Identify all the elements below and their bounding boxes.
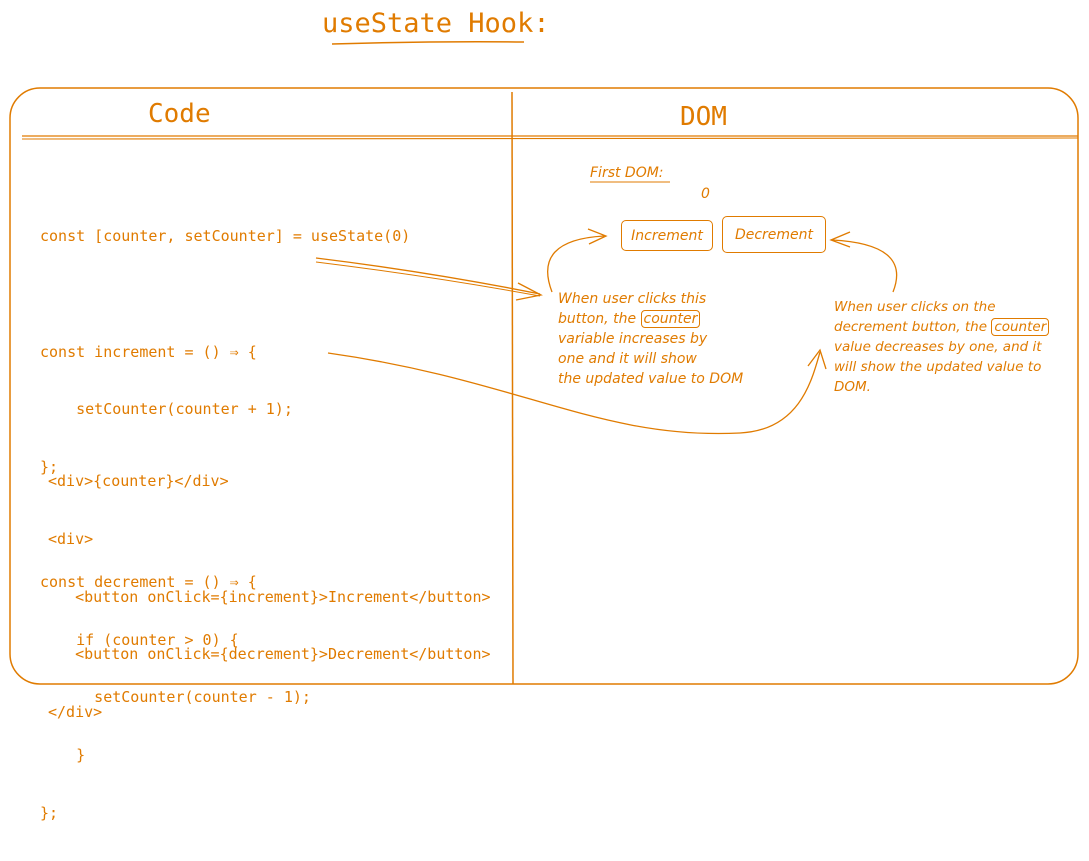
increment-note-line: the updated value to DOM: [558, 371, 744, 387]
outer-frame: [9, 87, 1079, 685]
decrement-button-label: Decrement: [734, 226, 814, 243]
title-underline: [331, 41, 525, 45]
increment-note: When user clicks this button, the counte…: [558, 289, 743, 389]
jsx-line: <button onClick={increment}>Increment</b…: [48, 587, 491, 606]
increment-code-arrow: [315, 257, 541, 295]
code-line: const increment = () ⇒ {: [40, 342, 257, 361]
code-line: if (counter > 0) {: [40, 630, 239, 649]
counter-value: 0: [701, 186, 710, 202]
decrement-note-text: decrement button, the: [834, 319, 992, 335]
increment-code-arrowhead: [515, 282, 543, 301]
diagram-strokes: [9, 41, 1079, 685]
diagram-canvas: useState Hook: Code DOM const [counter, …: [9, 8, 1079, 822]
decrement-note-line: value decreases by one, and it: [834, 339, 1042, 355]
code-line: setCounter(counter + 1);: [40, 400, 293, 419]
increment-note-arrowhead: [587, 228, 608, 245]
code-line: };: [40, 457, 59, 476]
increment-note-arrow: [547, 235, 605, 293]
decrement-note-line: decrement button, the counter: [834, 317, 1050, 337]
decrement-note-line: DOM.: [834, 379, 871, 395]
code-line: };: [40, 803, 59, 822]
decrement-code-arrow: [327, 351, 821, 435]
increment-code-arrow-shadow: [315, 261, 541, 297]
counter-highlight: counter: [640, 310, 701, 328]
jsx-line: <button onClick={decrement}>Decrement</b…: [48, 645, 491, 664]
code-line: const decrement = () ⇒ {: [40, 573, 257, 592]
first-dom-label: First DOM:: [590, 165, 664, 181]
decrement-note-line: will show the updated value to: [834, 359, 1042, 375]
jsx-line: <div>: [48, 530, 94, 549]
page-title: useState Hook:: [322, 8, 550, 39]
increment-note-line: variable increases by: [558, 331, 708, 347]
decrement-button[interactable]: Decrement: [722, 216, 826, 253]
increment-note-line: When user clicks this: [558, 291, 707, 307]
jsx-line: </div>: [48, 702, 103, 721]
counter-highlight: counter: [991, 318, 1050, 336]
increment-note-text: button, the: [558, 311, 641, 327]
header-divider-shadow: [21, 137, 1079, 140]
dom-panel-heading: DOM: [680, 102, 727, 132]
increment-button-label: Increment: [631, 227, 703, 244]
jsx-line: <div>{counter}</div>: [48, 472, 229, 491]
code-line: ​: [40, 285, 410, 304]
decrement-note: When user clicks on the decrement button…: [834, 297, 1050, 397]
decrement-code-arrowhead: [807, 348, 827, 370]
column-divider: [511, 91, 514, 685]
code-panel-heading: Code: [148, 99, 211, 129]
increment-button[interactable]: Increment: [621, 220, 713, 251]
decrement-note-arrow: [831, 239, 898, 293]
increment-note-line: one and it will show: [558, 351, 697, 367]
decrement-note-line: When user clicks on the: [834, 299, 996, 315]
decrement-note-arrowhead: [829, 231, 851, 248]
code-jsx-block: <div>{counter}</div> <div> <button onCli…: [48, 434, 491, 760]
increment-note-line: button, the counter: [558, 309, 743, 329]
code-line: const [counter, setCounter] = useState(0…: [40, 227, 411, 246]
